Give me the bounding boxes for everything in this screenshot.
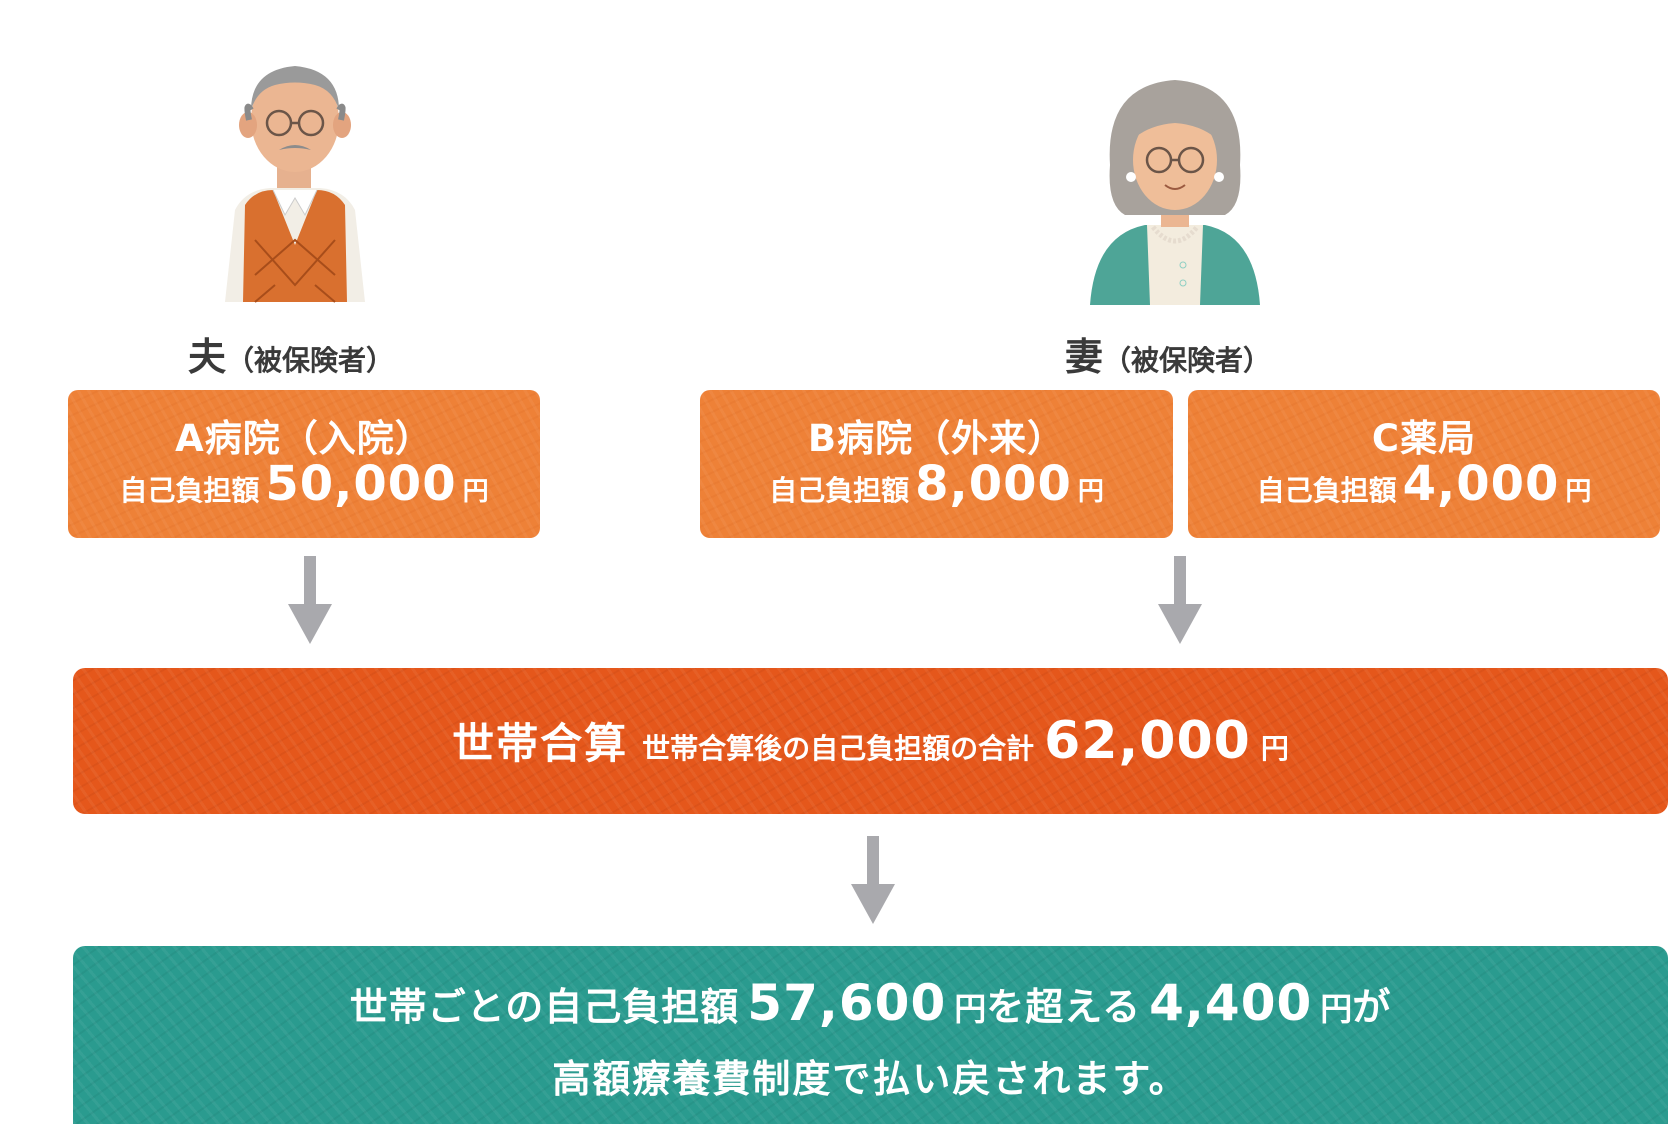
down-arrow-icon — [285, 556, 335, 646]
box-unit: 円 — [1078, 477, 1104, 507]
box-amount: 50,000 — [265, 456, 456, 512]
combined-line: 世帯合算世帯合算後の自己負担額の合計 62,000 円 — [73, 710, 1668, 771]
box-title: A病院（入院） — [68, 408, 540, 462]
combined-label: 世帯合算後の自己負担額の合計 — [642, 732, 1034, 765]
box-title: B病院（外来） — [700, 408, 1173, 462]
down-arrow-icon — [1155, 556, 1205, 646]
combined-heading: 世帯合算 — [452, 719, 628, 768]
result-refund-amount: 4,400 — [1149, 974, 1312, 1032]
person-role: （被保険者） — [226, 344, 394, 377]
husband-illustration — [215, 40, 375, 310]
down-arrow-icon — [848, 836, 898, 926]
box-label: 自己負担額 — [119, 474, 259, 507]
result-middle: を超える — [986, 985, 1141, 1029]
box-amount: 4,000 — [1403, 456, 1560, 512]
box-title: C薬局 — [1188, 408, 1660, 462]
person-name: 夫 — [188, 335, 226, 379]
box-label: 自己負担額 — [769, 474, 909, 507]
box-amount: 8,000 — [915, 456, 1072, 512]
box-unit: 円 — [1565, 477, 1591, 507]
wife-label: 妻（被保険者） — [1065, 326, 1271, 381]
person-name: 妻 — [1065, 335, 1103, 379]
box-label: 自己負担額 — [1257, 474, 1397, 507]
result-prefix: 世帯ごとの自己負担額 — [350, 985, 740, 1029]
husband-label: 夫（被保険者） — [188, 326, 394, 381]
result-limit-amount: 57,600 — [747, 974, 946, 1032]
household-combined-box: 世帯合算世帯合算後の自己負担額の合計 62,000 円 — [73, 668, 1668, 814]
result-suffix: が — [1352, 985, 1391, 1029]
person-role: （被保険者） — [1103, 344, 1271, 377]
box-unit: 円 — [463, 477, 489, 507]
wife-illustration — [1065, 65, 1285, 315]
combined-amount: 62,000 — [1044, 711, 1251, 771]
combined-unit: 円 — [1261, 732, 1289, 765]
result-unit: 円 — [1320, 990, 1352, 1028]
result-unit: 円 — [954, 990, 986, 1028]
result-line-2: 高額療養費制度で払い戻されます。 — [73, 1048, 1668, 1103]
